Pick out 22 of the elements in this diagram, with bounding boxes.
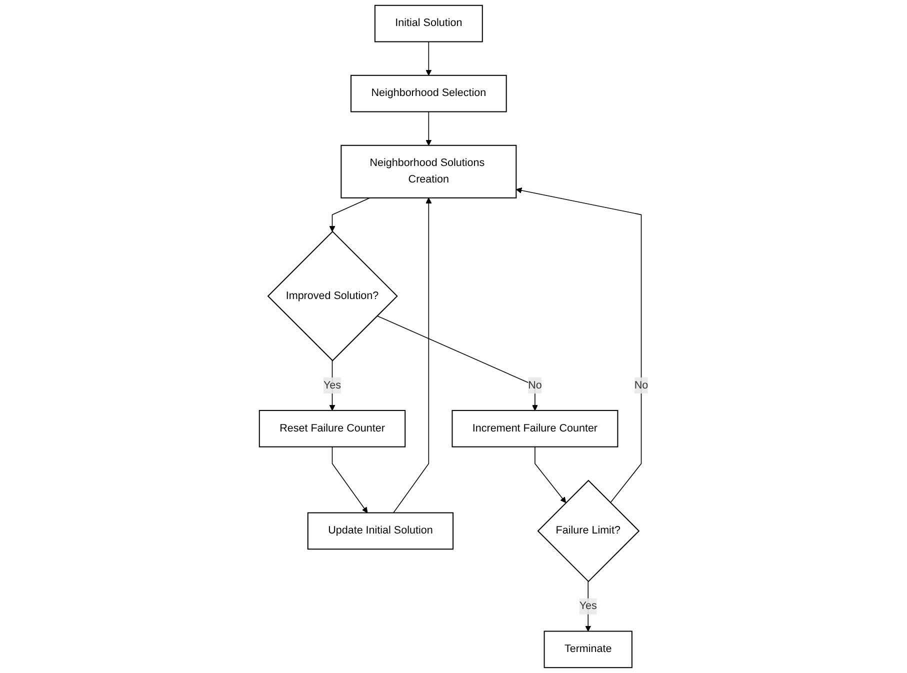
arrow [329,197,370,232]
node-diamond: Failure Limit? [536,480,640,582]
arrow [534,446,566,504]
node-box: Reset Failure Counter [258,410,406,448]
arrow [332,446,368,514]
node-box: Neighborhood Selection [350,74,507,112]
node-box: Initial Solution [374,4,483,42]
arrow [516,188,642,504]
node-box: Increment Failure Counter [451,410,618,448]
edge-label: Yes [579,600,597,612]
arrow [392,198,432,514]
node-box: Update Initial Solution [307,512,454,550]
arrow [584,581,591,632]
edge-label: No [634,380,648,391]
edge-label: No [528,380,542,391]
node-box: Terminate [544,630,632,668]
arrow [425,111,432,146]
arrow [376,315,538,411]
node-box: Neighborhood Solutions Creation [340,144,516,198]
arrow [425,41,432,76]
node-diamond: Improved Solution? [267,230,398,362]
edge-label: Yes [323,380,341,391]
